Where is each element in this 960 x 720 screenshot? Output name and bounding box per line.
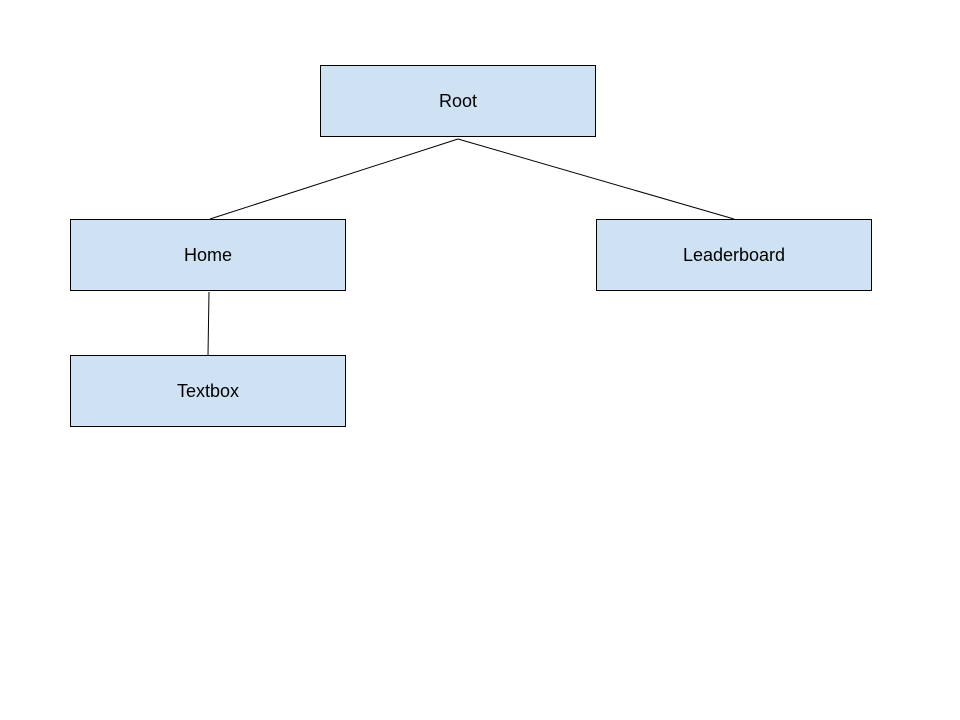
connector-root-leaderboard <box>457 138 735 220</box>
connector-home-textbox <box>207 291 210 356</box>
node-root-label: Root <box>438 90 478 111</box>
node-textbox-label: Textbox <box>176 380 240 401</box>
node-leaderboard[interactable]: Leaderboard <box>596 219 872 291</box>
connector-root-home <box>209 138 459 220</box>
node-home-label: Home <box>183 244 232 265</box>
node-root[interactable]: Root <box>320 65 596 137</box>
node-leaderboard-label: Leaderboard <box>682 244 786 265</box>
node-textbox[interactable]: Textbox <box>70 355 346 427</box>
node-home[interactable]: Home <box>70 219 346 291</box>
